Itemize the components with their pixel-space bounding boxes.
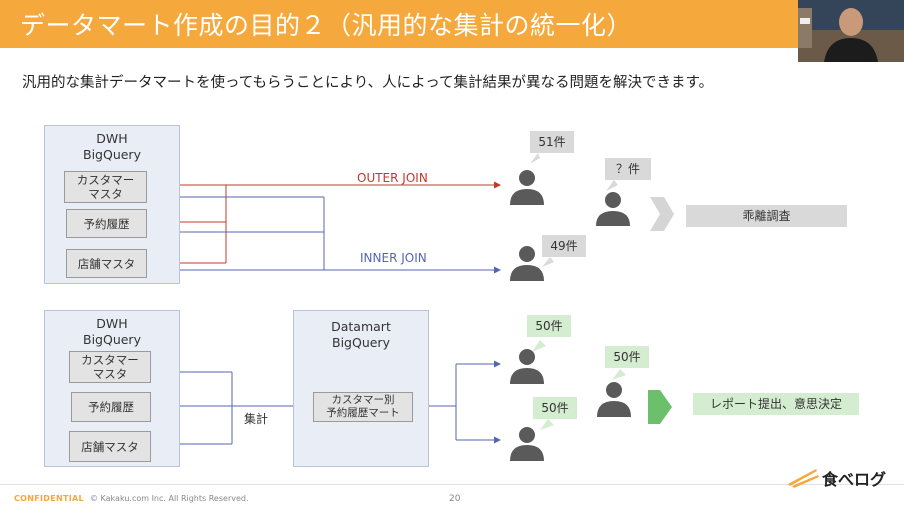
chevron-arrow-gray-icon	[650, 197, 674, 231]
person-icon	[510, 340, 546, 384]
person-icon	[510, 246, 554, 281]
webcam-overlay	[798, 0, 904, 62]
subtitle-text: 汎用的な集計データマートを使ってもらうことにより、人によって集計結果が異なる問題…	[22, 75, 714, 91]
table-customer-master: カスタマー マスタ	[64, 171, 147, 203]
table-reservation-history: 予約履歴	[71, 392, 151, 422]
datamart-title-line1: Datamart	[331, 319, 391, 334]
dwh-title-line2: BigQuery	[83, 147, 141, 162]
count-badge-outer: 51件	[530, 131, 574, 153]
result-box-investigate: 乖離調査	[686, 205, 847, 227]
table-store-master: 店舗マスタ	[66, 249, 147, 278]
datamart-box: Datamart BigQuery	[293, 310, 429, 467]
dwh-title-line1: DWH	[96, 316, 128, 331]
datamart-table: カスタマー別 予約履歴マート	[313, 392, 413, 422]
person-icon	[510, 419, 554, 461]
inner-join-label: INNER JOIN	[360, 251, 427, 265]
table-reservation-history: 予約履歴	[66, 209, 147, 238]
confidential-label: CONFIDENTIAL	[14, 494, 84, 503]
slide-title: データマート作成の目的２（汎用的な集計の統一化）	[20, 11, 633, 40]
table-store-master: 店舗マスタ	[69, 431, 151, 462]
page-number: 20	[449, 494, 461, 504]
footer-divider	[0, 484, 904, 485]
count-badge: 50件	[533, 397, 577, 419]
copyright-text: © Kakaku.com Inc. All Rights Reserved.	[90, 494, 249, 503]
count-badge-inner: 49件	[542, 235, 586, 257]
aggregate-label: 集計	[244, 412, 269, 426]
chevron-arrow-green-icon	[648, 390, 672, 424]
chopsticks-logo-icon	[788, 469, 819, 488]
title-bar	[0, 0, 800, 48]
table-customer-master: カスタマー マスタ	[69, 351, 151, 383]
dwh-title-line1: DWH	[96, 131, 128, 146]
datamart-title-line2: BigQuery	[332, 335, 390, 350]
person-icon	[597, 369, 631, 417]
count-badge: 50件	[527, 315, 571, 337]
dwh-title-line2: BigQuery	[83, 332, 141, 347]
person-icon	[510, 153, 544, 205]
tabelog-logo: 食べログ	[822, 470, 887, 489]
count-badge: 50件	[605, 346, 649, 368]
outer-join-label: OUTER JOIN	[357, 171, 428, 185]
result-box-report: レポート提出、意思決定	[693, 393, 859, 415]
person-icon	[596, 180, 630, 226]
count-badge-unknown: ？件	[605, 158, 651, 180]
